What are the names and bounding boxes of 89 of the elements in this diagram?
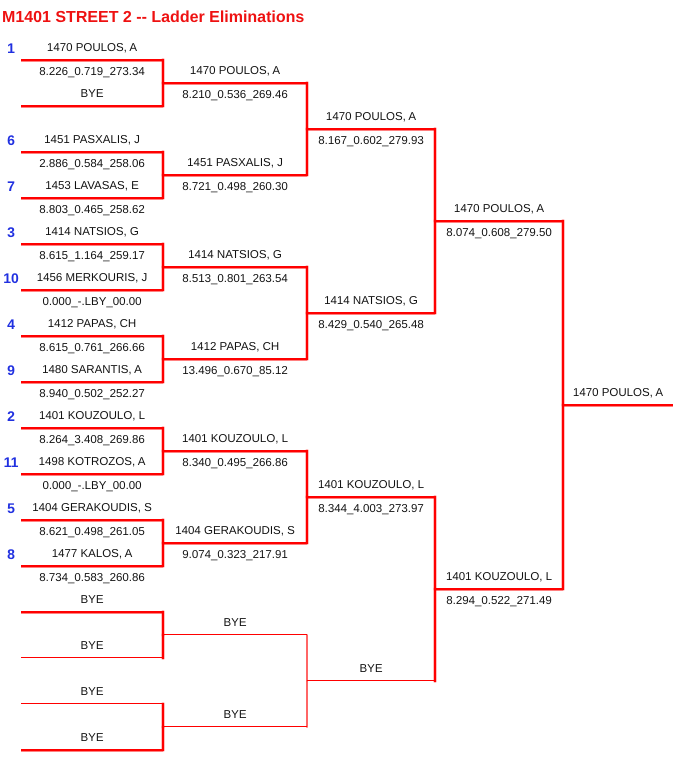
bracket-connector [306, 450, 308, 498]
bracket-connector [562, 220, 564, 406]
bracket-connector [306, 312, 308, 360]
time-result: 8.429_0.540_265.48 [318, 318, 424, 332]
diagram-title: M1401 STREET 2 -- Ladder Eliminations [2, 8, 304, 28]
seed-number: 4 [7, 316, 15, 332]
entry-name: 1477 KALOS, A [52, 547, 132, 561]
time-result: 0.000_-.LBY_00.00 [42, 479, 142, 493]
entry-name: 1456 MERKOURIS, J [36, 271, 148, 285]
bracket-connector [162, 450, 164, 476]
time-result: 0.000_-.LBY_00.00 [42, 295, 142, 309]
bracket-connector [306, 266, 308, 314]
time-result: 8.803_0.465_258.62 [39, 203, 145, 217]
entry-name: 1451 PASXALIS, J [44, 133, 140, 147]
time-result: 8.513_0.801_263.54 [182, 272, 288, 286]
entry-name: 1498 KOTROZOS, A [38, 455, 146, 469]
time-result: 13.496_0.670_85.12 [182, 364, 288, 378]
time-result: 8.264_3.408_269.86 [39, 433, 145, 447]
entry-name: 1412 PAPAS, CH [48, 317, 136, 331]
entry-name: BYE [224, 616, 246, 630]
bracket-connector [434, 128, 436, 222]
time-result: 8.615_1.164_259.17 [39, 249, 145, 263]
bracket-connector [306, 634, 308, 682]
seed-number: 5 [7, 500, 15, 516]
time-result: 8.210_0.536_269.46 [182, 88, 288, 102]
entry-name: 1470 POULOS, A [190, 64, 280, 78]
seed-number: 2 [7, 408, 15, 424]
time-result: 8.226_0.719_273.34 [39, 65, 145, 79]
time-result: 8.340_0.495_266.86 [182, 456, 288, 470]
bracket-connector [306, 128, 308, 176]
bracket-connector [306, 680, 308, 728]
time-result: 9.074_0.323_217.91 [182, 548, 288, 562]
seed-number: 1 [7, 40, 15, 56]
seed-number: 6 [7, 132, 15, 148]
entry-name: 1480 SARANTIS, A [42, 363, 142, 377]
bracket-connector [434, 588, 436, 682]
seed-number: 10 [3, 270, 19, 286]
bracket-connector [434, 496, 436, 590]
entry-name: 1470 POULOS, A [326, 110, 416, 124]
bracket-connector [162, 542, 164, 568]
time-result: 2.886_0.584_258.06 [39, 157, 145, 171]
entry-name: 1470 POULOS, A [572, 386, 664, 400]
seed-number: 11 [4, 454, 18, 470]
bracket-connector [162, 358, 164, 384]
seed-number: 9 [7, 362, 15, 378]
entry-name: 1414 NATSIOS, G [324, 294, 418, 308]
time-result: 8.074_0.608_279.50 [446, 226, 552, 240]
bracket-connector [162, 82, 164, 108]
entry-name: 1404 GERAKOUDIS, S [32, 501, 152, 515]
time-result: 8.615_0.761_266.66 [39, 341, 145, 355]
entry-name: 1404 GERAKOUDIS, S [175, 524, 295, 538]
time-result: 8.940_0.502_252.27 [39, 387, 145, 401]
bracket-connector [162, 702, 164, 728]
seed-number: 7 [7, 178, 15, 194]
time-result: 8.294_0.522_271.49 [446, 594, 552, 608]
bracket-connector [162, 174, 164, 200]
bracket-connector [162, 266, 164, 292]
entry-name: BYE [80, 731, 104, 745]
entry-name: BYE [80, 87, 104, 101]
entry-name: 1401 KOUZOULO, L [38, 409, 146, 423]
entry-name: 1401 KOUZOULO, L [318, 478, 424, 492]
time-result: 8.621_0.498_261.05 [39, 525, 145, 539]
entry-name: BYE [80, 593, 104, 607]
entry-name: 1412 PAPAS, CH [190, 340, 280, 354]
seed-number: 8 [7, 546, 15, 562]
bracket-connector [162, 610, 164, 636]
time-result: 8.344_4.003_273.97 [318, 502, 424, 516]
entry-name: 1451 PASXALIS, J [187, 156, 283, 170]
bracket-connector [562, 404, 564, 590]
entry-name: 1414 NATSIOS, G [188, 248, 282, 262]
bracket-connector [306, 496, 308, 544]
entry-name: BYE [360, 662, 382, 676]
seed-number: 3 [7, 224, 15, 240]
bracket-connector [162, 634, 164, 660]
entry-name: 1470 POULOS, A [454, 202, 544, 216]
time-result: 8.167_0.602_279.93 [318, 134, 424, 148]
entry-name: 1470 POULOS, A [46, 41, 138, 55]
entry-name: 1453 LAVASAS, E [45, 179, 139, 193]
time-result: 8.734_0.583_260.86 [39, 571, 145, 585]
bracket-connector [162, 726, 164, 752]
entry-name: 1401 KOUZOULO, L [182, 432, 288, 446]
time-result: 8.721_0.498_260.30 [182, 180, 288, 194]
entry-name: BYE [80, 685, 104, 699]
entry-name: BYE [80, 639, 104, 653]
entry-name: 1414 NATSIOS, G [45, 225, 139, 239]
bracket-connector [306, 82, 308, 130]
entry-name: 1401 KOUZOULO, L [446, 570, 552, 584]
entry-name: BYE [224, 708, 246, 722]
bracket-connector [434, 220, 436, 314]
